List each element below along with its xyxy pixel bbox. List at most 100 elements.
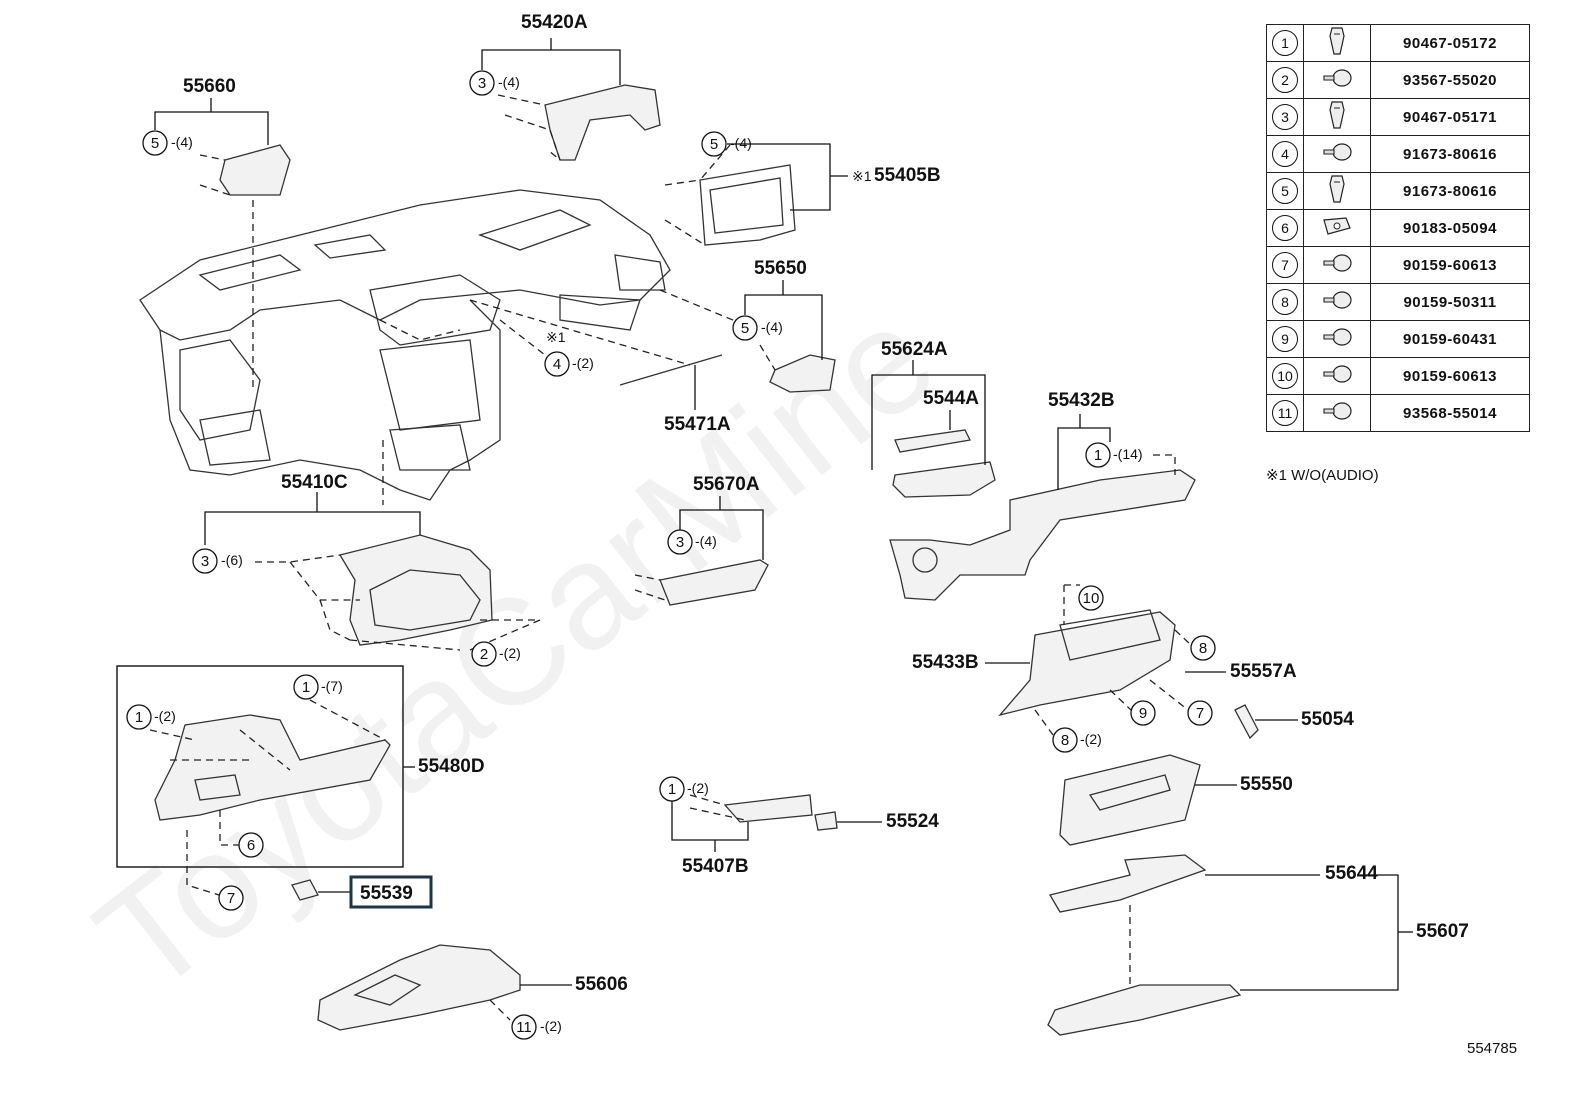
svg-text:2: 2 [480, 646, 488, 663]
fastener-number: 6 [1266, 209, 1304, 247]
clip-icon [1303, 24, 1371, 62]
fastener-part-number[interactable]: 93567-55020 [1370, 61, 1530, 99]
label-55480D: 55480D [418, 756, 485, 777]
svg-text:3: 3 [478, 75, 486, 92]
fastener-number: 4 [1266, 135, 1304, 173]
label-5544A: 5544A [923, 388, 979, 409]
svg-text:10: 10 [1083, 590, 1100, 607]
label-55410C: 55410C [281, 472, 348, 493]
svg-text:-(4): -(4) [695, 533, 717, 549]
instrument-panel-illustration [139, 189, 671, 501]
audio-note: ※1 W/O(AUDIO) [1266, 467, 1379, 484]
fastener-row: 4 91673-80616 [1266, 135, 1530, 173]
svg-text:-(4): -(4) [730, 135, 752, 151]
svg-text:7: 7 [1196, 705, 1204, 722]
part-55480D: 55480D 1 -(7) 1 -(2) 6 7 [116, 665, 485, 911]
fastener-number: 3 [1266, 98, 1304, 136]
svg-text:-(14): -(14) [1113, 446, 1143, 462]
svg-text:※1: ※1 [852, 168, 872, 184]
part-55670A: 55670A 3 -(4) [634, 474, 769, 606]
svg-text:8: 8 [1061, 732, 1069, 749]
part-55550: 55550 [1059, 754, 1293, 846]
fastener-row: 8 90159-50311 [1266, 283, 1530, 321]
label-55524: 55524 [886, 811, 939, 832]
fastener-row: 10 90159-60613 [1266, 357, 1530, 395]
fastener-row: 7 90159-60613 [1266, 246, 1530, 284]
label-55405B: 55405B [874, 165, 941, 186]
fastener-part-number[interactable]: 90159-60613 [1370, 357, 1530, 395]
fastener-part-number[interactable]: 93568-55014 [1370, 394, 1530, 432]
svg-text:3: 3 [676, 534, 684, 551]
svg-text:※1: ※1 [546, 329, 566, 345]
svg-text:5: 5 [710, 136, 718, 153]
part-55660: 55660 5 -(4) [142, 76, 291, 196]
svg-text:1: 1 [135, 709, 143, 726]
fastener-number: 8 [1266, 283, 1304, 321]
nut-clip-icon [1303, 209, 1371, 247]
part-55539[interactable]: 55539 [291, 875, 433, 909]
label-55650: 55650 [754, 258, 807, 279]
part-55410C: 55410C 3 -(6) 2 -(2) [192, 440, 541, 667]
fastener-part-number[interactable]: 91673-80616 [1370, 172, 1530, 210]
part-55524: 55524 [814, 811, 939, 832]
fastener-part-number[interactable]: 90467-05171 [1370, 98, 1530, 136]
fastener-number: 1 [1266, 24, 1304, 62]
label-55660: 55660 [183, 76, 236, 97]
part-55644: 55644 [1048, 854, 1378, 990]
label-55557A: 55557A [1230, 661, 1297, 682]
svg-text:6: 6 [247, 837, 255, 854]
fastener-row: 3 90467-05171 [1266, 98, 1530, 136]
screw-icon [1303, 135, 1371, 173]
svg-text:11: 11 [516, 1019, 532, 1036]
svg-text:7: 7 [227, 890, 235, 907]
fastener-part-number[interactable]: 90159-50311 [1370, 283, 1530, 321]
svg-text:-(2): -(2) [154, 708, 176, 724]
label-55624A: 55624A [881, 339, 948, 360]
fastener-part-number[interactable]: 90467-05172 [1370, 24, 1530, 62]
part-55606: 55606 11 -(2) [317, 944, 628, 1040]
part-55607: 55607 [1047, 874, 1469, 1036]
label-55550: 55550 [1240, 774, 1293, 795]
fastener-part-number[interactable]: 90159-60613 [1370, 246, 1530, 284]
svg-text:1: 1 [302, 679, 310, 696]
fastener-row: 5 91673-80616 [1266, 172, 1530, 210]
callout-4-no-audio: ※1 4 -(2) [499, 319, 594, 377]
svg-text:8: 8 [1199, 640, 1207, 657]
part-55407B: 55407B 1 -(2) [659, 776, 813, 877]
part-55624A: 55624A 5544A [871, 339, 996, 498]
svg-text:-(4): -(4) [171, 134, 193, 150]
fastener-part-number[interactable]: 90183-05094 [1370, 209, 1530, 247]
svg-text:4: 4 [553, 356, 561, 373]
clip-icon [1303, 98, 1371, 136]
fastener-part-number[interactable]: 90159-60431 [1370, 320, 1530, 358]
fastener-part-number[interactable]: 91673-80616 [1370, 135, 1530, 173]
label-55539: 55539 [360, 883, 413, 904]
svg-text:3: 3 [201, 553, 209, 570]
screw-icon [1303, 283, 1371, 321]
svg-text:-(6): -(6) [221, 552, 243, 568]
part-55433B: 55433B 10 8 55557A 9 7 8 -(2) [912, 584, 1297, 753]
part-55405B: ※1 55405B 5 -(4) [664, 131, 941, 246]
svg-text:-(4): -(4) [761, 319, 783, 335]
svg-text:5: 5 [151, 135, 159, 152]
fastener-number: 9 [1266, 320, 1304, 358]
screw-icon [1303, 61, 1371, 99]
fastener-number: 5 [1266, 172, 1304, 210]
svg-text:1: 1 [1094, 447, 1102, 464]
fastener-number: 7 [1266, 246, 1304, 284]
fastener-row: 9 90159-60431 [1266, 320, 1530, 358]
svg-text:9: 9 [1139, 705, 1147, 722]
svg-text:-(2): -(2) [499, 645, 521, 661]
label-55607: 55607 [1416, 921, 1469, 942]
part-55650: 55650 5 -(4) [659, 258, 836, 393]
part-55054: 55054 [1234, 704, 1354, 740]
label-55433B: 55433B [912, 652, 979, 673]
label-55054: 55054 [1301, 709, 1354, 730]
svg-text:-(2): -(2) [572, 355, 594, 371]
label-55432B: 55432B [1048, 390, 1115, 411]
screw-icon [1303, 320, 1371, 358]
diagram-id: 554785 [1467, 1040, 1518, 1057]
fastener-number: 10 [1266, 357, 1304, 395]
